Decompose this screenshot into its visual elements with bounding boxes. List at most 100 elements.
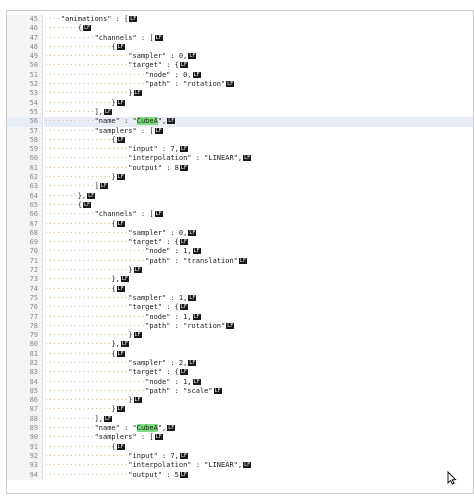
code-line[interactable]: ············"channels" : [LF	[44, 210, 473, 219]
indent-guide: ················	[44, 275, 112, 284]
code-line[interactable]: ········{LF	[44, 24, 473, 33]
code-line[interactable]: ························"node" : 1,LF	[44, 247, 473, 256]
eol-marker-icon: LF	[238, 257, 247, 264]
code-line[interactable]: ················{LF	[44, 43, 473, 52]
code-line[interactable]: ············"name" : "CubeA",LF	[44, 424, 473, 433]
code-line[interactable]: ················{LF	[44, 285, 473, 294]
line-number: 94	[7, 470, 43, 480]
line-number: 91	[7, 442, 43, 452]
code-token: "input" : 7,	[128, 145, 179, 154]
indent-guide: ····················	[44, 163, 129, 172]
code-line[interactable]: ····················"interpolation" : "L…	[44, 461, 473, 470]
line-number: 79	[7, 331, 43, 341]
code-line[interactable]: ····················"interpolation" : "L…	[44, 154, 473, 163]
code-token: "node" : 0,	[145, 70, 192, 79]
code-line[interactable]: ············"samplers" : [LF	[44, 127, 473, 136]
code-lines[interactable]: ····"animations" : [LF········{LF·······…	[44, 15, 473, 480]
code-token: },	[111, 275, 120, 284]
code-line[interactable]: ························"node" : 1,LF	[44, 378, 473, 387]
code-line[interactable]: ····················"target" : {LF	[44, 61, 473, 70]
code-line[interactable]: ················{LF	[44, 350, 473, 359]
code-line[interactable]: ····················"target" : {LF	[44, 238, 473, 247]
line-number: 58	[7, 135, 43, 146]
eol-marker-icon: LF	[188, 294, 197, 301]
code-token: {	[111, 284, 116, 293]
code-line[interactable]: ····················"target" : {LF	[44, 303, 473, 312]
indent-guide: ················	[44, 219, 112, 228]
code-line[interactable]: ····················"sampler" : 2,LF	[44, 359, 473, 368]
line-number: 52	[7, 80, 43, 90]
code-line[interactable]: ················}LF	[44, 173, 473, 182]
code-line[interactable]: ········},LF	[44, 192, 473, 201]
indent-guide: ····················	[44, 368, 129, 377]
code-token: "channels" : [	[94, 33, 154, 42]
code-line[interactable]: ················},LF	[44, 275, 473, 284]
line-number: 78	[7, 321, 43, 332]
code-line[interactable]: ············]LF	[44, 182, 473, 191]
eol-marker-icon: LF	[179, 239, 188, 246]
code-line[interactable]: ····················"sampler" : 1,LF	[44, 294, 473, 303]
code-line[interactable]: ····················"input" : 7,LF	[44, 145, 473, 154]
code-line[interactable]: ················{LF	[44, 443, 473, 452]
code-token: }	[128, 331, 133, 340]
line-number: 55	[7, 107, 43, 118]
eol-marker-icon: LF	[179, 369, 188, 376]
code-line[interactable]: ························"path" : "rotati…	[44, 80, 473, 89]
code-token: ],	[94, 107, 104, 116]
line-number: 65	[7, 200, 43, 211]
indent-guide: ························	[44, 312, 146, 321]
eol-marker-icon: LF	[226, 322, 235, 329]
code-line[interactable]: ····················}LF	[44, 89, 473, 98]
line-number: 71	[7, 256, 43, 267]
eol-marker-icon: LF	[133, 332, 142, 339]
code-line[interactable]: ························"path" : "scale"…	[44, 387, 473, 396]
code-line[interactable]: ············],LF	[44, 108, 473, 117]
eol-marker-icon: LF	[133, 90, 142, 97]
indent-guide: ················	[44, 405, 112, 414]
code-line[interactable]: ················},LF	[44, 340, 473, 349]
eol-marker-icon: LF	[154, 34, 163, 41]
line-number: 76	[7, 303, 43, 313]
code-line[interactable]: ············"channels" : [LF	[44, 34, 473, 43]
code-line[interactable]: ····"animations" : [LF	[44, 15, 473, 24]
code-token: "sampler" : 1,	[128, 293, 188, 302]
code-token: "target" : {	[128, 238, 179, 247]
eol-marker-icon: LF	[179, 452, 188, 459]
code-line[interactable]: ············],LF	[44, 415, 473, 424]
code-line[interactable]: ················{LF	[44, 220, 473, 229]
code-line[interactable]: ····················}LF	[44, 331, 473, 340]
line-number: 45	[7, 15, 43, 25]
code-line[interactable]: ················{LF	[44, 136, 473, 145]
code-line[interactable]: ····················"sampler" : 0,LF	[44, 229, 473, 238]
indent-guide: ············	[44, 117, 95, 126]
indent-guide: ················	[44, 284, 112, 293]
code-line[interactable]: ························"path" : "transl…	[44, 257, 473, 266]
code-line[interactable]: ················}LF	[44, 99, 473, 108]
code-line[interactable]: ················}LF	[44, 405, 473, 414]
code-token: "path" : "rotation"	[145, 80, 226, 89]
code-line[interactable]: ····················"sampler" : 0,LF	[44, 52, 473, 61]
eol-marker-icon: LF	[179, 164, 188, 171]
code-line[interactable]: ····················"target" : {LF	[44, 368, 473, 377]
indent-guide: ················	[44, 442, 112, 451]
eol-marker-icon: LF	[188, 359, 197, 366]
code-line[interactable]: ························"node" : 0,LF	[44, 71, 473, 80]
line-number: 54	[7, 98, 43, 108]
eol-marker-icon: LF	[243, 155, 252, 162]
indent-guide: ························	[44, 377, 146, 386]
code-line[interactable]: ········{LF	[44, 201, 473, 210]
code-line[interactable]: ····················}LF	[44, 396, 473, 405]
line-number: 85	[7, 386, 43, 397]
code-line[interactable]: ············"name" : "CubeA",LF	[44, 117, 473, 127]
code-line[interactable]: ························"node" : 1,LF	[44, 313, 473, 322]
indent-guide: ····················	[44, 154, 129, 163]
code-line[interactable]: ························"path" : "rotati…	[44, 322, 473, 331]
eol-marker-icon: LF	[192, 71, 201, 78]
code-line[interactable]: ····················"input" : 7,LF	[44, 452, 473, 461]
code-line[interactable]: ············"samplers" : [LF	[44, 433, 473, 442]
code-token: "samplers" : [	[94, 126, 154, 135]
code-line[interactable]: ····················}LF	[44, 266, 473, 275]
